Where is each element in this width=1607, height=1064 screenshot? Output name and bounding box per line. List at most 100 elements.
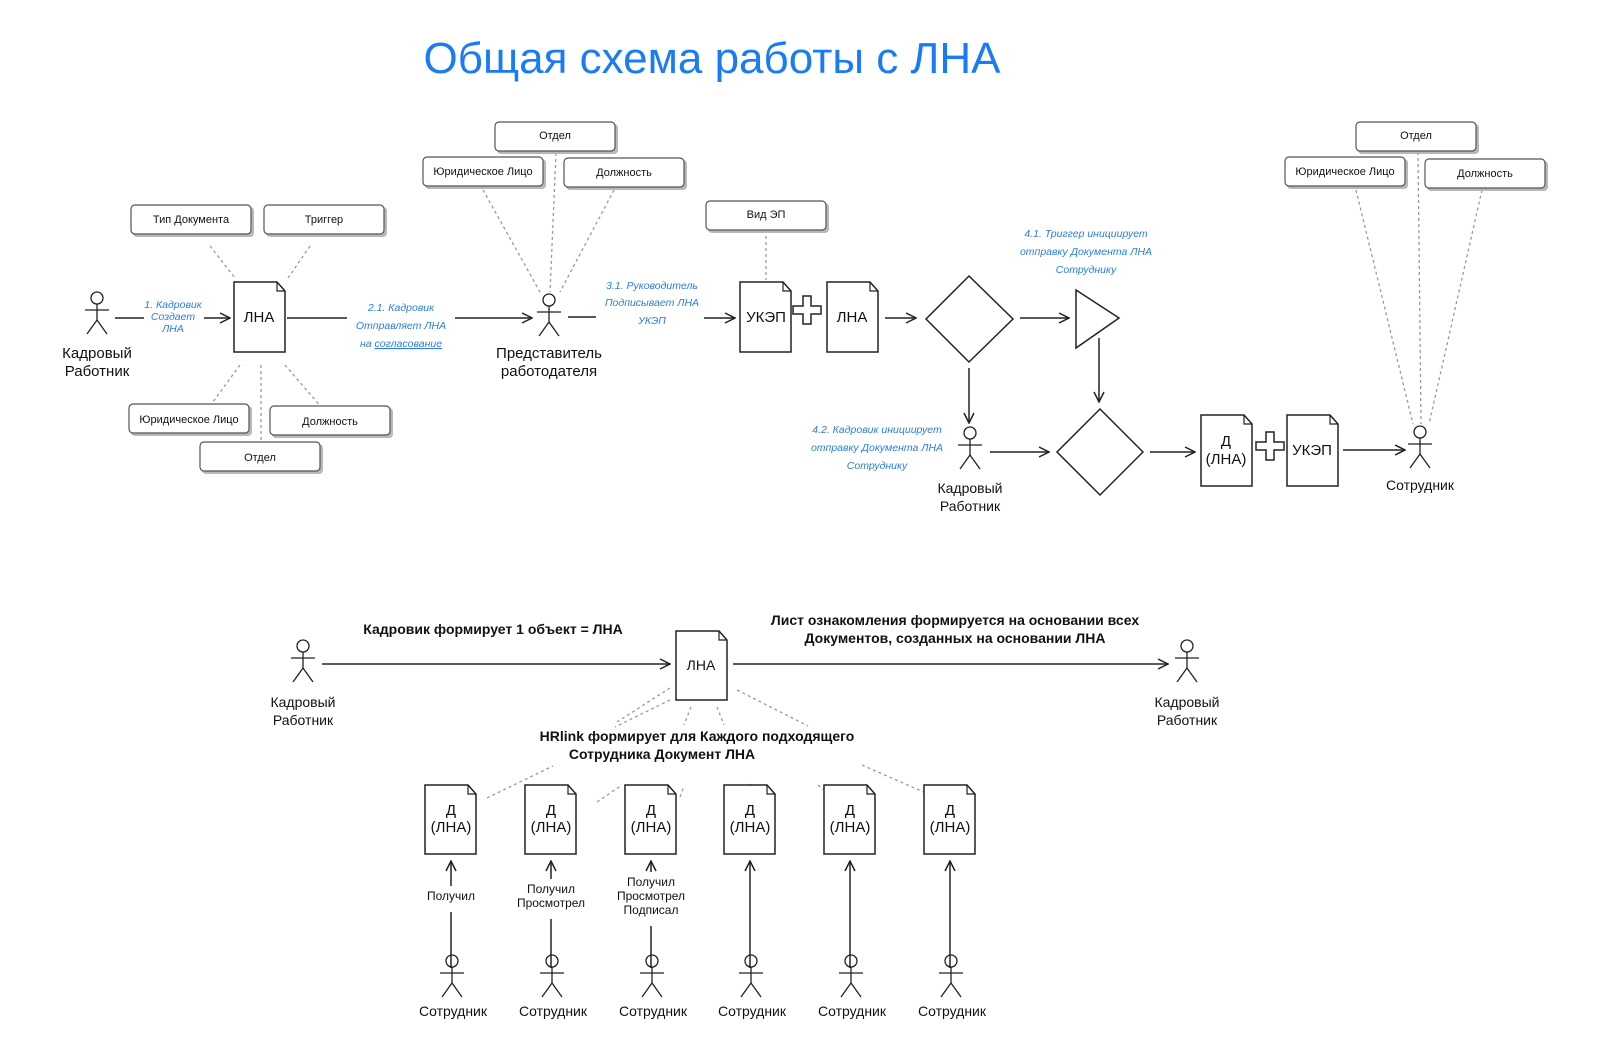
document-ukep-2[interactable]: УКЭП [1286, 414, 1339, 487]
gateway-decision[interactable] [924, 274, 1015, 364]
document-label-line2: (ЛНА) [1206, 451, 1247, 468]
actor-hr-bottom-right[interactable]: Кадровый Работник [1154, 639, 1220, 728]
rep-tag-position[interactable]: Должность [563, 157, 687, 190]
document-lna-signed[interactable]: ЛНА [826, 281, 879, 353]
document-employee-lna[interactable]: Д(ЛНА) [624, 784, 677, 855]
actor-employee[interactable]: Сотрудник [519, 954, 588, 1019]
tag-label: Юридическое Лицо [1295, 166, 1394, 178]
status-label: Получил [627, 875, 675, 889]
document-label: УКЭП [1292, 442, 1332, 459]
actor-label: Сотрудник [619, 1003, 688, 1019]
document-employee-lna[interactable]: Д(ЛНА) [524, 784, 577, 855]
svg-text:3.1. Руководитель: 3.1. Руководитель [606, 280, 698, 292]
svg-text:Лист ознакомления формируется: Лист ознакомления формируется на основан… [771, 612, 1139, 628]
caption-hrlink-generates: HRlink формирует для Каждого подходящего… [540, 728, 855, 762]
plus-icon [792, 295, 822, 325]
plus-icon [1255, 431, 1285, 461]
actor-label-line1: Представитель [496, 345, 602, 362]
rep-tag-department[interactable]: Отдел [494, 121, 618, 154]
actor-label-line2: работодателя [501, 363, 597, 380]
status-label: Получил [427, 889, 475, 903]
svg-text:Создает: Создает [151, 311, 195, 323]
document-employee-lna[interactable]: Д(ЛНА) [823, 784, 876, 855]
svg-text:УКЭП: УКЭП [637, 315, 666, 327]
document-lna[interactable]: ЛНА [233, 281, 286, 353]
tag-label: Вид ЭП [747, 209, 786, 221]
tag-label: Отдел [244, 452, 276, 464]
document-label-line2: (ЛНА) [930, 819, 971, 836]
gateway-merge[interactable] [1055, 407, 1145, 497]
svg-text:Сотрудника Документ ЛНА: Сотрудника Документ ЛНА [569, 746, 755, 762]
actor-employee[interactable]: Сотрудник [918, 954, 987, 1019]
step21-label: 2.1. Кадровик Отправляет ЛНА на согласов… [356, 302, 446, 350]
actor-label: Сотрудник [918, 1003, 987, 1019]
actor-hr-worker[interactable]: Кадровый Работник [62, 291, 132, 380]
document-employee-lna[interactable]: Д (ЛНА) [1200, 414, 1253, 487]
tag-legal-entity[interactable]: Юридическое Лицо [128, 403, 252, 436]
svg-text:ЛНА: ЛНА [161, 323, 184, 335]
document-employee-lna[interactable]: Д(ЛНА) [923, 784, 976, 855]
document-label: ЛНА [837, 309, 868, 326]
actor-icon [938, 954, 964, 998]
actor-icon [838, 954, 864, 998]
employee-tag-legal-entity[interactable]: Юридическое Лицо [1284, 156, 1408, 189]
svg-text:2.1. Кадровик: 2.1. Кадровик [367, 302, 435, 314]
actor-label: Сотрудник [1386, 477, 1455, 493]
actor-employee[interactable]: Сотрудник [718, 954, 787, 1019]
approval-link[interactable]: согласование [374, 338, 442, 350]
svg-text:Документов, созданных на основ: Документов, созданных на основании ЛНА [805, 630, 1106, 646]
trigger-event-icon[interactable] [1075, 288, 1121, 350]
status-label: Просмотрел [617, 889, 685, 903]
tag-position[interactable]: Должность [269, 405, 393, 438]
employee-tag-department[interactable]: Отдел [1355, 121, 1479, 154]
actor-label-line1: Кадровый [62, 345, 132, 362]
actor-label-line2: Работник [940, 498, 1001, 514]
tag-department[interactable]: Отдел [199, 441, 323, 474]
tag-es-type[interactable]: Вид ЭП [705, 200, 829, 233]
actor-employee[interactable]: Сотрудник [818, 954, 887, 1019]
document-label-line1: Д [945, 802, 955, 819]
actor-label: Сотрудник [818, 1003, 887, 1019]
employee-doc-column: Д(ЛНА) Сотрудник [718, 784, 787, 1019]
tag-trigger[interactable]: Триггер [263, 204, 387, 237]
tag-label: Отдел [1400, 130, 1432, 142]
actor-hr-worker-2[interactable]: Кадровый Работник [937, 426, 1003, 514]
svg-text:Сотруднику: Сотруднику [1056, 264, 1117, 276]
tag-label: Должность [596, 167, 652, 179]
status-label: Просмотрел [517, 896, 585, 910]
actor-icon [84, 291, 110, 335]
actor-label-line2: Работник [1157, 712, 1218, 728]
actor-label-line1: Кадровый [937, 480, 1002, 496]
status-label: Получил [527, 882, 575, 896]
actor-icon [639, 954, 665, 998]
page-title: Общая схема работы с ЛНА [424, 34, 1002, 83]
svg-text:Сотруднику: Сотруднику [847, 460, 908, 472]
actor-employer-rep[interactable]: Представитель работодателя [496, 293, 602, 380]
actor-hr-bottom-left[interactable]: Кадровый Работник [270, 639, 336, 728]
document-label-line2: (ЛНА) [431, 819, 472, 836]
actor-label: Сотрудник [419, 1003, 488, 1019]
document-employee-lna[interactable]: Д(ЛНА) [723, 784, 776, 855]
employee-tag-connectors [1355, 151, 1483, 425]
actor-employee[interactable]: Сотрудник [419, 954, 488, 1019]
document-lna-bottom[interactable]: ЛНА [675, 630, 728, 701]
document-label-line2: (ЛНА) [830, 819, 871, 836]
svg-text:1. Кадровик: 1. Кадровик [144, 299, 203, 311]
actor-icon [738, 954, 764, 998]
actor-employee[interactable]: Сотрудник [1386, 425, 1455, 493]
tag-doc-type[interactable]: Тип Документа [130, 204, 254, 237]
actor-label-line2: Работник [65, 363, 130, 380]
tag-label: Триггер [305, 214, 343, 226]
document-label-line1: Д [845, 802, 855, 819]
document-ukep[interactable]: УКЭП [739, 281, 792, 353]
rep-tag-legal-entity[interactable]: Юридическое Лицо [422, 156, 546, 189]
employee-tag-position[interactable]: Должность [1424, 158, 1548, 191]
tag-label: Отдел [539, 130, 571, 142]
actor-employee[interactable]: Сотрудник [619, 954, 688, 1019]
tag-label: Должность [302, 416, 358, 428]
document-employee-lna[interactable]: Д(ЛНА) [424, 784, 477, 855]
tag-label: Юридическое Лицо [433, 166, 532, 178]
actor-icon [290, 639, 316, 683]
